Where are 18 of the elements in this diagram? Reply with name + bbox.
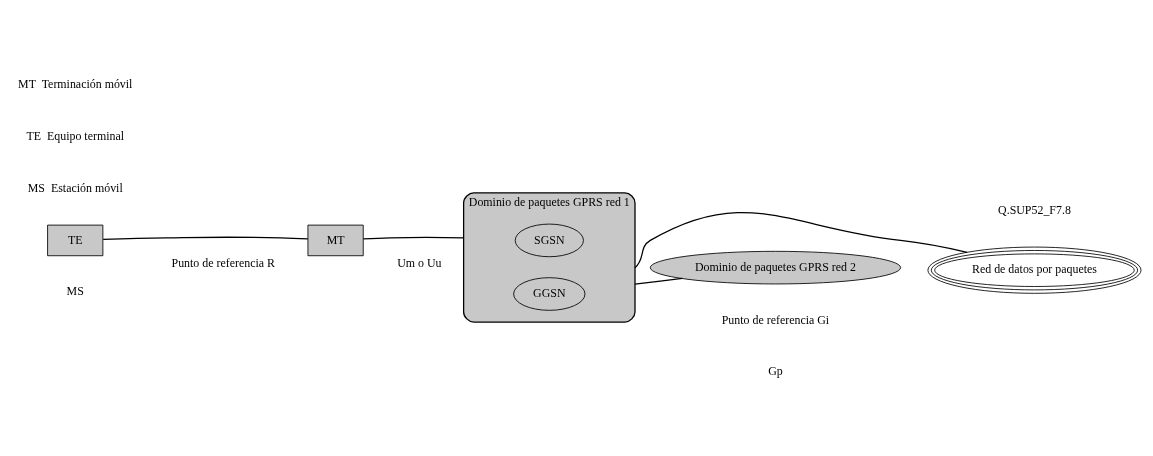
label: Gp [768,363,783,378]
label: Punto de referencia R [171,255,276,270]
label: MS Estación móvil [27,180,123,195]
node-box: MT [307,224,364,256]
node-ellipse: SGSN [514,223,584,257]
connector [634,277,683,285]
label: TE Equipo terminal [26,128,125,143]
connector [102,236,309,240]
node-box: TE [47,224,104,256]
label: Um o Uu [397,255,442,270]
connector [634,211,968,268]
label: Punto de referencia Gi [721,312,830,327]
node-ellipse: GGSN [513,276,586,311]
node-ellipse: Dominio de paquetes GPRS red 2 [649,250,902,284]
label: MS [66,283,84,298]
label: MT Terminación móvil [18,76,133,91]
connector [362,236,465,240]
label: Q.SUP52_F7.8 [998,202,1071,217]
